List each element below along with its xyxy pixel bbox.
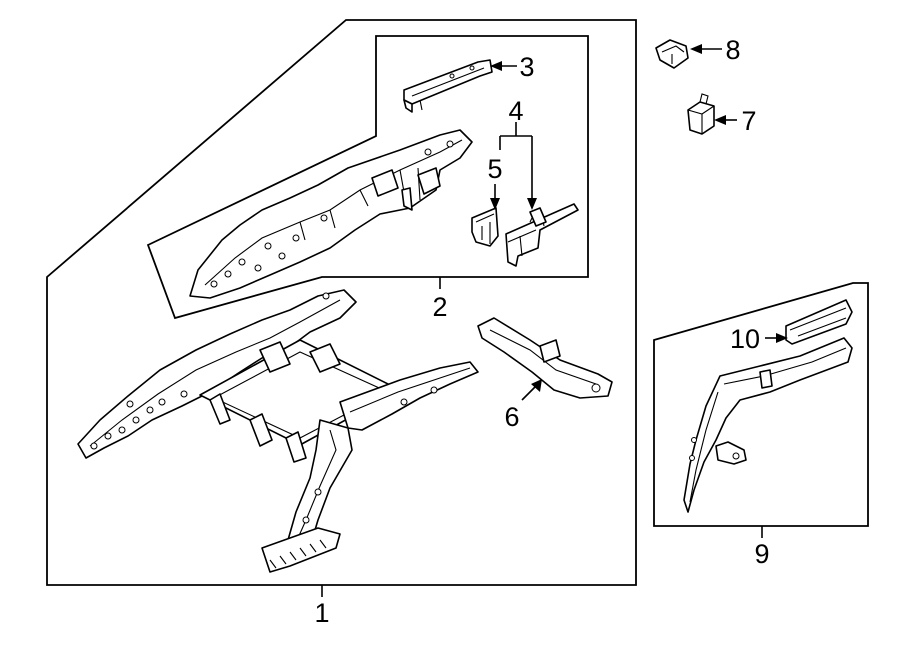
part-7-clip <box>687 93 715 135</box>
callout-2: 2 <box>432 292 447 322</box>
part-1-frame-assembly <box>77 289 479 573</box>
arrow-3 <box>490 61 502 71</box>
frame-assembly-9 <box>653 282 869 527</box>
callout-9: 9 <box>754 539 769 569</box>
callout-7: 7 <box>741 106 756 136</box>
callout-5: 5 <box>487 154 502 184</box>
callout-3: 3 <box>519 52 534 82</box>
callout-4: 4 <box>508 96 523 126</box>
leader-4 <box>499 122 533 200</box>
part-9-rail-assembly <box>683 337 853 513</box>
leader-6 <box>521 385 537 401</box>
callout-10: 10 <box>730 324 760 354</box>
arrow-8 <box>690 44 702 54</box>
callout-8: 8 <box>725 35 740 65</box>
arrow-4 <box>527 198 537 210</box>
part-10-reinforcement <box>785 299 853 345</box>
arrow-10 <box>776 333 788 343</box>
callout-1: 1 <box>314 598 329 628</box>
arrow-7 <box>714 115 726 125</box>
frame-assembly-1 <box>46 19 637 586</box>
part-6-bracket <box>477 317 613 399</box>
callout-6: 6 <box>504 402 519 432</box>
arrow-5 <box>490 198 500 210</box>
part-2-rear-rail <box>189 129 473 299</box>
frame-subassembly-2 <box>146 35 589 320</box>
part-3-reinforcement <box>403 59 493 113</box>
part-8-clip <box>655 39 689 69</box>
part-5-bracket <box>471 207 499 247</box>
part-4-bracket <box>505 203 579 267</box>
arrow-6 <box>531 379 542 392</box>
